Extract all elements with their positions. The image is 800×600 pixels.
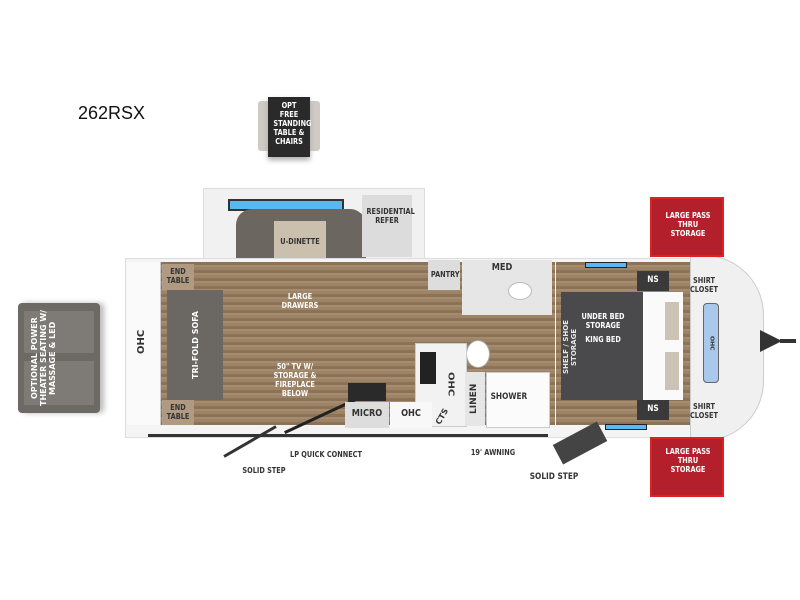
micro: MICRO [345, 402, 389, 428]
table-label: OPT FREE STANDING TABLE & CHAIRS [273, 101, 312, 146]
residential-refer: RESIDENTIAL REFER [362, 195, 415, 257]
king-bed: SHELF / SHOE STORAGE UNDER BED STORAGE K… [561, 292, 643, 400]
shirt-closet-top: SHIRT CLOSET [689, 276, 719, 294]
awning [148, 434, 548, 437]
u-dinette: U-DINETTE [236, 209, 366, 264]
shirt-closet-bottom: SHIRT CLOSET [689, 402, 719, 420]
led-window-bottom [605, 424, 647, 430]
linen: LINEN [465, 372, 485, 426]
awning-label: 19' AWNING [470, 448, 516, 457]
tri-fold-sofa: TRI-FOLD SOFA [167, 290, 223, 400]
pass-thru-storage-top: LARGE PASS THRU STORAGE [650, 197, 724, 257]
shelf-label: SHELF / SHOE STORAGE [562, 320, 578, 374]
solid-step-right-label: SOLID STEP [529, 472, 579, 482]
nightstand-bottom: NS [637, 400, 669, 420]
pantry: PANTRY [428, 260, 460, 290]
toilet-icon [466, 340, 490, 368]
model-title: 262RSX [78, 103, 146, 123]
shower: SHOWER [486, 372, 550, 428]
hitch [760, 330, 796, 352]
bed-headboard [643, 292, 683, 400]
end-table-bottom: END TABLE [162, 400, 194, 425]
front-ohc: OHC [703, 303, 719, 383]
kitchen-counter: OHC [415, 343, 467, 427]
solid-step-left-label: SOLID STEP [242, 466, 286, 475]
kitchen-sink-icon [420, 352, 436, 384]
bath-vanity: MED [462, 260, 552, 315]
end-table-top: END TABLE [162, 264, 194, 290]
sink-icon [508, 282, 532, 300]
theater-label: OPTIONAL POWER THEATER SEATING W/ MASSAG… [30, 309, 57, 407]
nightstand-top: NS [637, 271, 669, 291]
front-cap [690, 255, 764, 441]
rear-ohc: OHC [127, 262, 161, 425]
large-drawers-label: LARGE DRAWERS [281, 292, 319, 310]
pass-thru-storage-bottom: LARGE PASS THRU STORAGE [650, 437, 724, 497]
stove-icon [348, 383, 386, 401]
free-standing-table: OPT FREE STANDING TABLE & CHAIRS [258, 97, 320, 159]
kitchen-ohc: OHC [390, 402, 432, 428]
led-window-top [585, 262, 627, 268]
theater-seating: OPTIONAL POWER THEATER SEATING W/ MASSAG… [18, 303, 100, 413]
lp-quick-connect-label: LP QUICK CONNECT [290, 450, 362, 459]
tv-label: 50" TV W/ STORAGE & FIREPLACE BELOW [273, 362, 317, 398]
